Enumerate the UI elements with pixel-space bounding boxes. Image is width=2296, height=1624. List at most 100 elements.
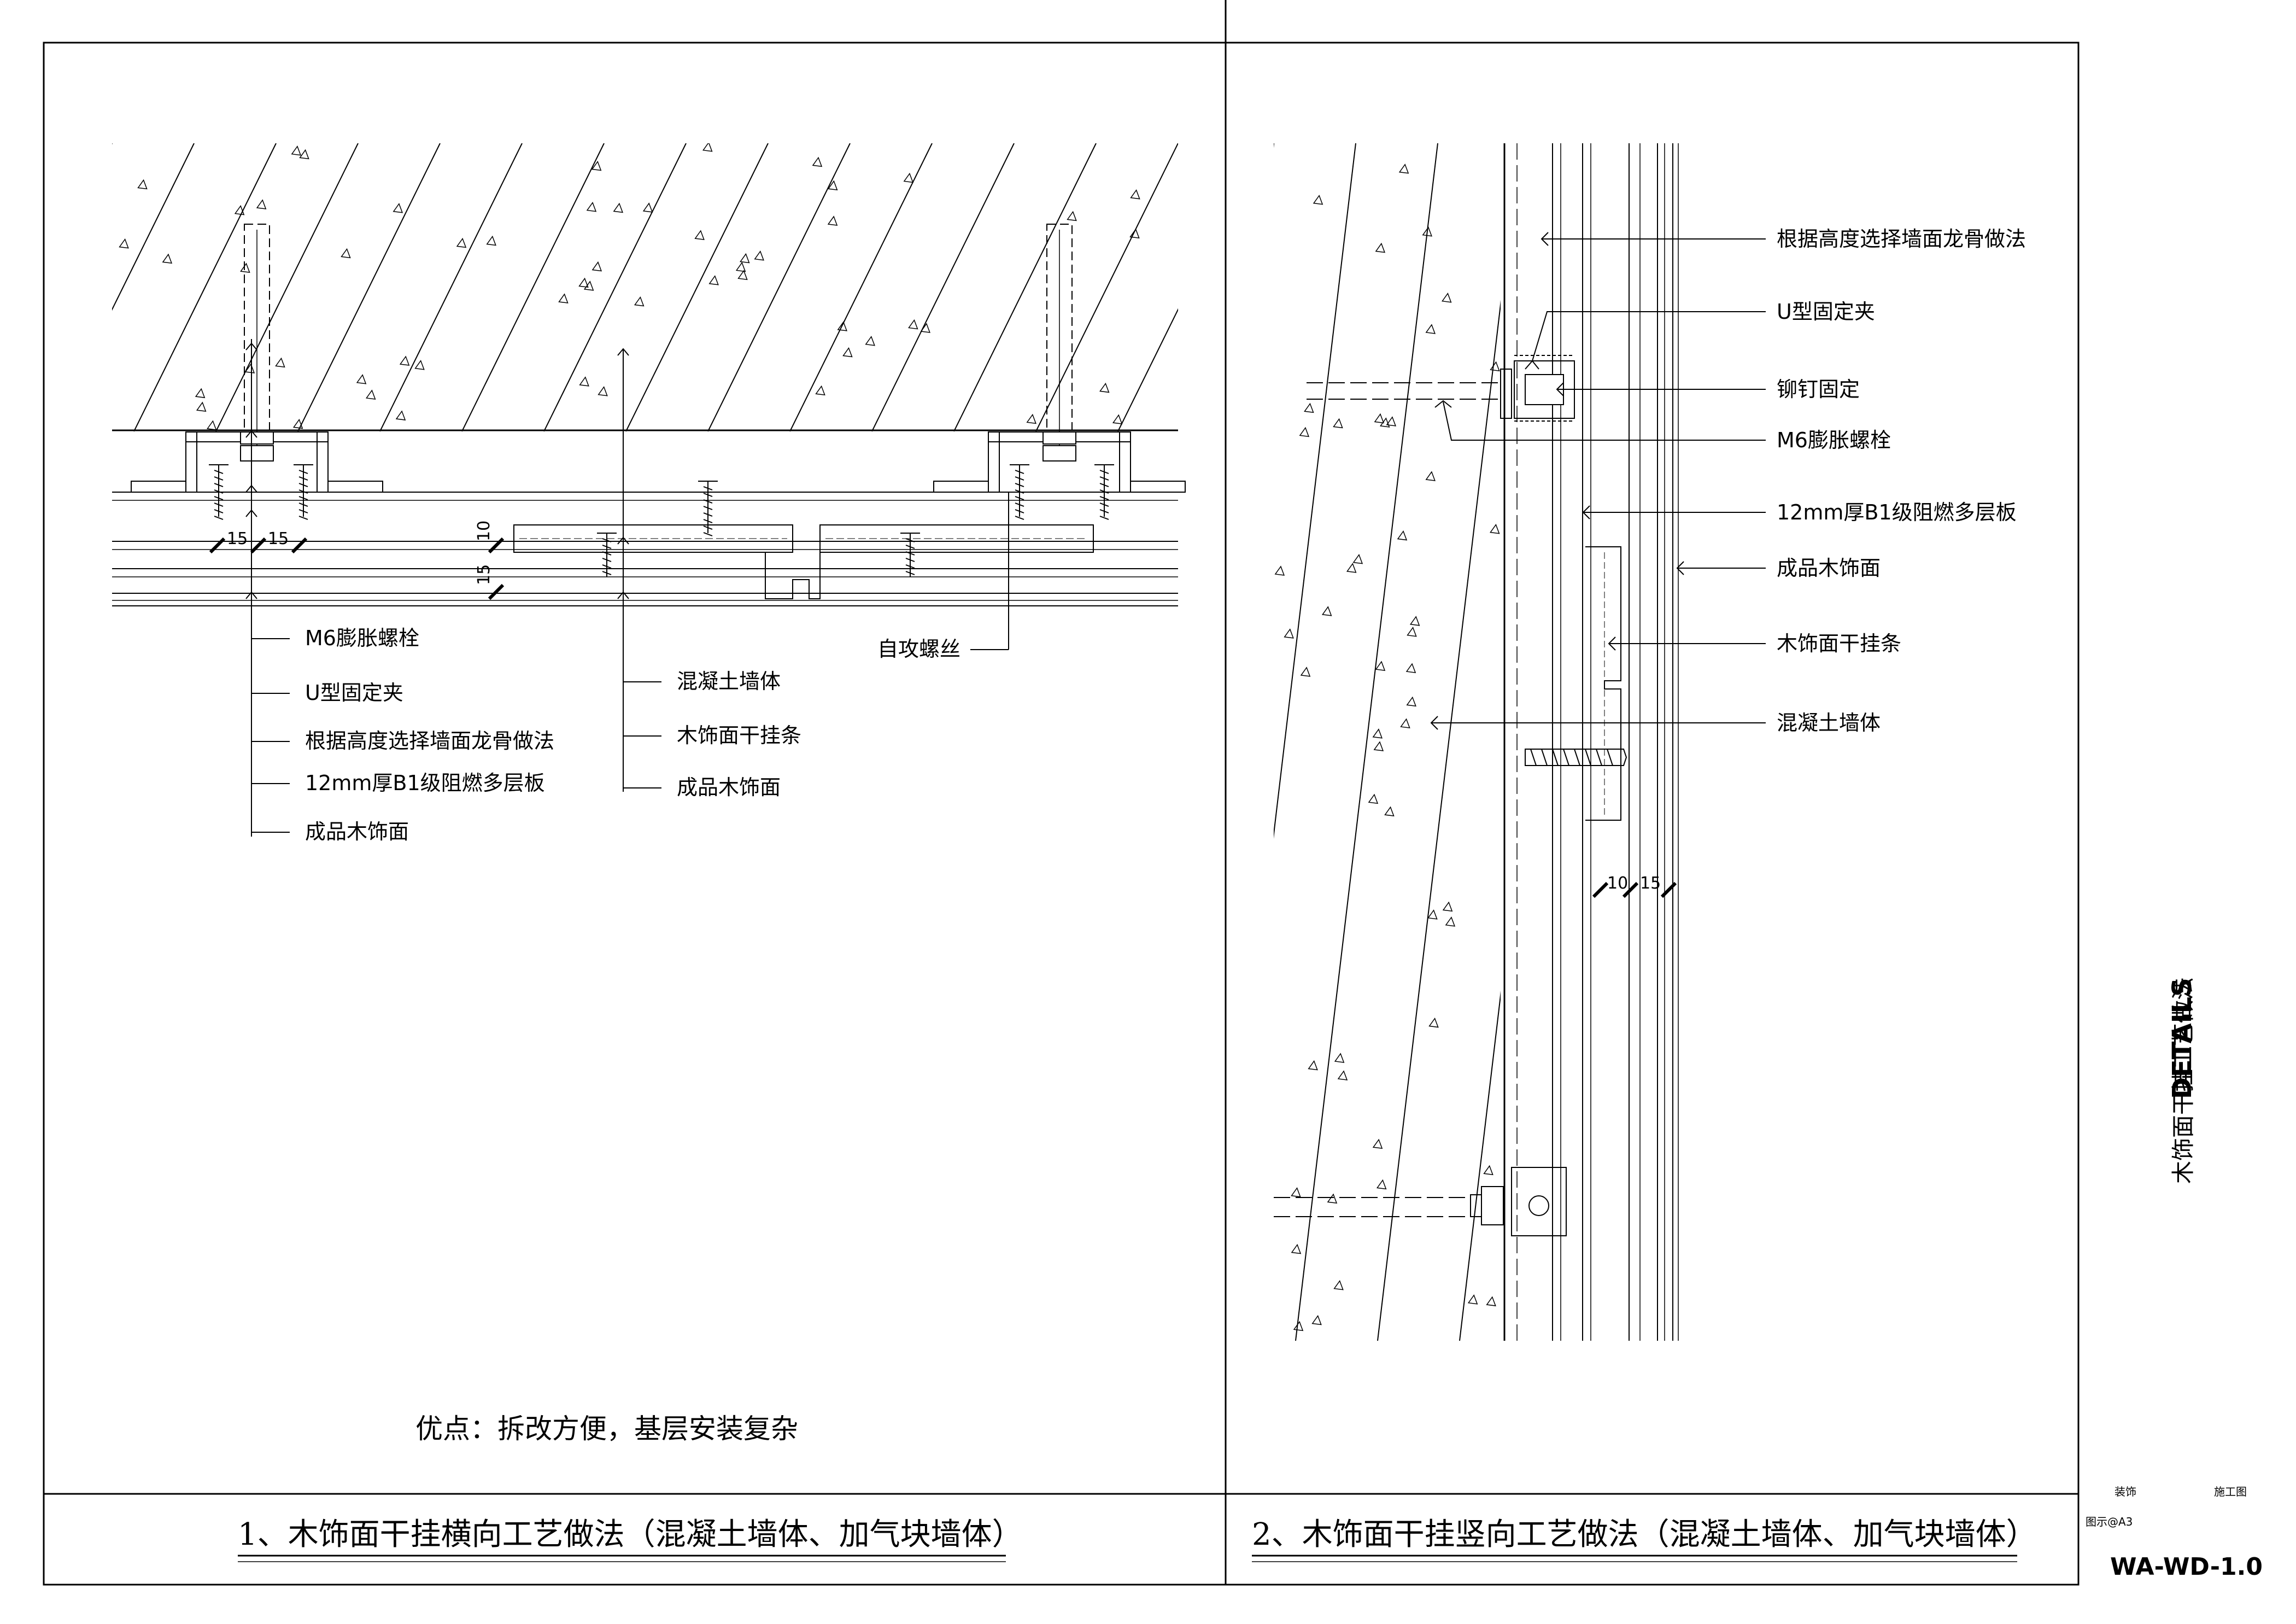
drawing-number: WA-WD-1.0: [2110, 1553, 2263, 1581]
aggregate-mark: [558, 293, 569, 303]
aggregate-mark: [1442, 901, 1453, 912]
hatch-line: [1295, 143, 1438, 1341]
aggregate-mark: [299, 149, 309, 160]
aggregate-mark: [234, 205, 245, 215]
right-board-layers: [1516, 143, 1679, 1341]
hatch-line: [1132, 143, 1274, 1341]
label-rivet: 铆钉固定: [1777, 377, 1860, 401]
aggregate-mark: [207, 420, 217, 430]
hatch-line: [543, 143, 687, 431]
hatch-line: [871, 143, 1015, 431]
aggregate-mark: [1368, 793, 1379, 804]
aggregate-mark: [1291, 1243, 1302, 1254]
left-labels: M6膨胀螺栓 U型固定夹 根据高度选择墙面龙骨做法 12mm厚B1级阻燃多层板 …: [305, 626, 960, 844]
hatch-line: [133, 143, 277, 431]
aggregate-mark: [275, 357, 285, 368]
aggregate-mark: [1490, 361, 1500, 372]
sheet-frame: [43, 0, 2080, 1586]
hatch-line: [112, 143, 113, 145]
aggregate-mark: [812, 156, 823, 167]
aggregate-mark: [1284, 628, 1294, 639]
hatch-line: [625, 143, 769, 431]
aggregate-mark: [1372, 1138, 1383, 1149]
hatch-line: [1274, 143, 1356, 839]
aggregate-mark: [735, 261, 746, 272]
aggregate-mark: [341, 248, 351, 259]
right-screw: [1525, 749, 1627, 766]
aggregate-mark: [414, 360, 425, 370]
aggregate-mark: [291, 145, 302, 156]
aggregate-mark: [1352, 554, 1363, 564]
aggregate-mark: [583, 281, 594, 291]
aggregate-mark: [642, 202, 653, 213]
dim-15-c: 15: [475, 564, 494, 585]
aggregate-mark: [195, 388, 206, 399]
screw: [1010, 464, 1029, 520]
right-concrete-wall: [1132, 143, 1684, 1341]
aggregate-mark: [1375, 242, 1386, 253]
aggregate-mark: [827, 180, 838, 191]
label-hang-strip-right: 木饰面干挂条: [1777, 632, 1901, 656]
aggregate-mark: [1386, 416, 1397, 427]
aggregate-mark: [1398, 163, 1409, 174]
aggregate-mark: [865, 336, 875, 346]
aggregate-mark: [196, 401, 207, 412]
aggregate-mark: [1490, 524, 1500, 534]
hatch-line: [953, 143, 1097, 431]
left-anchor-bolt-1: [240, 224, 274, 462]
aggregate-mark: [1067, 211, 1077, 221]
aggregate-mark: [1467, 1294, 1478, 1305]
label-m6-bolt: M6膨胀螺栓: [305, 626, 419, 650]
aggregate-mark: [1300, 667, 1311, 677]
aggregate-mark: [1427, 909, 1438, 920]
aggregate-mark: [1425, 324, 1436, 334]
aggregate-mark: [694, 230, 705, 241]
aggregate-mark: [837, 321, 847, 331]
right-dimension-marks: [1592, 881, 1677, 898]
aggregate-mark: [903, 172, 914, 183]
aggregate-mark: [634, 296, 645, 307]
left-dimension-marks: [209, 537, 505, 600]
hatch-line: [215, 143, 359, 431]
aggregate-mark: [1406, 696, 1416, 707]
dim-15-right: 15: [1640, 874, 1661, 893]
left-title-block: 1、木饰面干挂横向工艺做法（混凝土墙体、加气块墙体）: [238, 1517, 1023, 1562]
aggregate-mark: [1333, 1280, 1344, 1290]
screw: [294, 464, 313, 520]
aggregate-mark: [1299, 427, 1310, 437]
advantage-note: 优点：拆改方便，基层安装复杂: [415, 1413, 798, 1445]
label-u-clip-right: U型固定夹: [1777, 300, 1875, 324]
label-finish: 成品木饰面: [305, 820, 409, 844]
aggregate-mark: [399, 355, 410, 366]
hatch-line: [1459, 990, 1501, 1341]
hatch-line: [112, 143, 195, 311]
aggregate-mark: [1291, 1187, 1301, 1197]
right-leaders: [1430, 232, 1766, 730]
aggregate-mark: [815, 385, 825, 396]
dim-10-right: 10: [1607, 874, 1628, 893]
aggregate-mark: [1397, 530, 1408, 541]
hatch-line: [1542, 143, 1684, 1341]
hatch-line: [1377, 300, 1501, 1341]
aggregate-mark: [591, 261, 602, 272]
aggregate-mark: [579, 376, 589, 387]
aggregate-mark: [1274, 565, 1285, 576]
aggregate-mark: [395, 410, 406, 420]
dim-15-a: 15: [227, 529, 248, 548]
aggregate-mark: [1293, 1321, 1304, 1331]
left-dimension-text: 15 15 10 15: [227, 521, 494, 585]
label-u-clip: U型固定夹: [305, 681, 403, 705]
right-dimension-text: 10 15: [1607, 874, 1661, 893]
aggregate-mark: [1379, 417, 1390, 428]
aggregate-mark: [393, 203, 403, 213]
aggregate-mark: [1377, 1179, 1387, 1190]
label-finish-right: 成品木饰面: [1777, 556, 1881, 580]
aggregate-mark: [256, 199, 267, 209]
aggregate-mark: [292, 418, 303, 429]
hatch-line: [1117, 308, 1178, 431]
aggregate-mark: [1486, 1296, 1496, 1306]
title-block: DETAILS 木饰面干挂工艺做法 装饰 施工图 图示@A3 WA-WD-1.0: [2086, 977, 2263, 1581]
aggregate-mark: [1321, 606, 1332, 616]
aggregate-mark: [1327, 1193, 1338, 1204]
